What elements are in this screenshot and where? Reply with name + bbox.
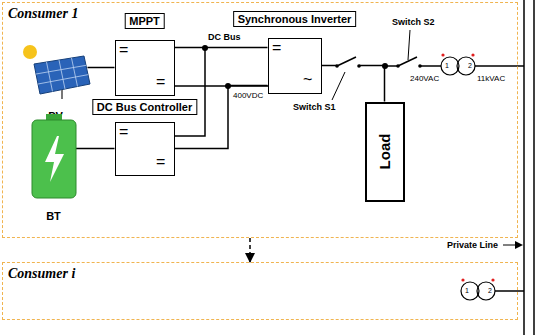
winding-number: 2 [468,62,472,69]
solar-panel-icon [20,42,92,100]
polarity-dot [471,53,474,56]
lightning-bolt [45,136,64,182]
switch-label: Switch S2 [392,18,435,27]
node-label: BT [44,210,63,222]
voltage-label: 240VAC [410,75,439,83]
wire [175,47,268,49]
battery-icon [28,112,80,202]
bus-line [524,0,534,335]
region-title: Consumer 1 [8,6,78,22]
ac-wire [475,65,524,67]
panel-grid [71,58,77,87]
dc-dc-converter: DC Bus Controller [115,122,175,176]
panel-stand [61,90,63,99]
leader-line [332,30,518,245]
dc-dc-converter: MPPT [115,40,175,96]
switch-contact [335,64,339,68]
panel-face [34,56,90,94]
switch-symbol [337,57,420,72]
inverter-box: Synchronous Inverter [268,38,322,94]
bus-line [533,0,535,335]
junction-dot [202,45,388,89]
transformer-symbol [441,57,495,300]
switch-symbol [337,57,356,66]
panel-grid [36,65,86,74]
transformer-symbol [441,57,459,75]
dc-symbol: = [119,42,128,58]
pv-panel: PV [20,42,92,122]
panel-grid [46,62,52,92]
winding-number: 2 [488,287,492,294]
switch-contact [418,64,422,68]
battery: BT [28,112,80,222]
switch-contact [396,64,400,68]
dc-symbol: = [156,154,165,170]
polarity-dot [441,53,494,281]
ac-symbol: ~ [303,72,312,88]
battery-terminal [46,114,62,120]
block-heading: Synchronous Inverter [233,11,357,27]
dc-symbol: = [119,124,128,140]
wire [175,86,268,149]
wire [88,67,115,69]
dashed-arrow [249,238,251,262]
switch-symbol [398,57,417,66]
dc-symbol: = [272,40,281,56]
leader-line [408,30,410,60]
panel-grid [38,74,88,83]
polarity-dot [441,53,444,56]
switch-symbol [398,60,420,72]
region-title: Consumer i [8,266,75,282]
arrow-head [515,241,523,249]
bus-label: DC Bus [208,33,241,42]
block-heading: MPPT [124,13,165,29]
wire [76,148,115,150]
sun-icon [23,45,37,59]
polarity-dot [461,278,464,281]
voltage-label: 400VDC [233,92,263,100]
voltage-label: 11kVAC [477,75,505,83]
switch-contact [357,64,361,68]
switch-label: Switch S1 [293,103,336,112]
polarity-dot [491,278,494,281]
panel-grid [59,60,65,89]
dc-bus-wire [175,48,205,136]
switch-contact [335,64,422,68]
load-box: Load [365,102,405,202]
winding-number: 1 [465,287,469,294]
ac-wire [385,66,524,291]
switch-symbol [337,60,359,72]
arrow-head [515,241,523,249]
dc-bus-wire [175,48,268,136]
node-label: Load [376,134,393,170]
leader-line [332,72,345,100]
transformer-symbol [457,57,475,75]
consumer-region: Consumer i [2,262,518,320]
block-heading: DC Bus Controller [92,99,197,115]
ac-wire [495,290,524,292]
node-label: PV [46,110,65,122]
battery-body [32,120,76,198]
dc-symbol: = [156,74,165,90]
transformer-symbol [461,282,479,300]
consumer-region: Consumer 1 PV MPPT Synchronous InverterLoad… [2,2,518,238]
line-label: Private Line [447,241,498,250]
winding-number: 1 [445,62,449,69]
bus-line [523,0,525,335]
transformer-symbol [477,282,495,300]
